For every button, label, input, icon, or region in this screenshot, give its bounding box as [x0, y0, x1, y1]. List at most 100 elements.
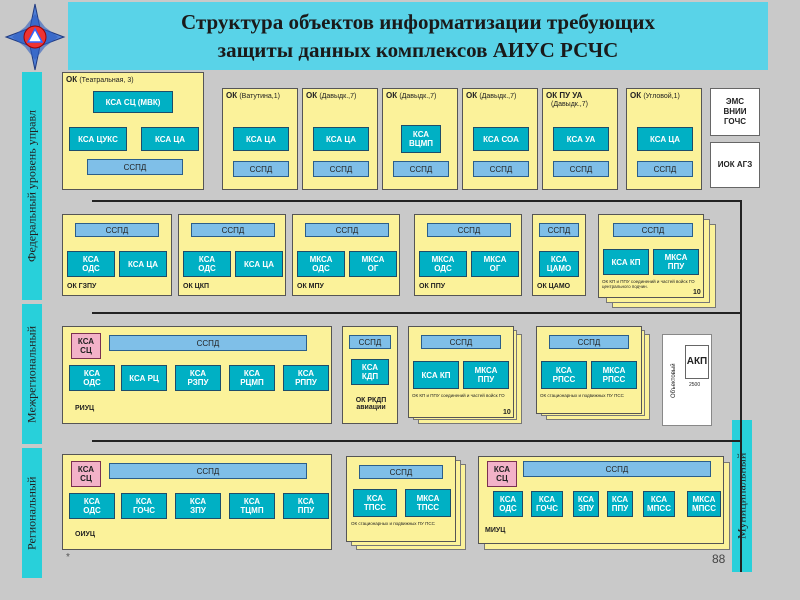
ksa-tsa: КСА ЦА [313, 127, 369, 151]
ksa-soa: КСА СОА [473, 127, 529, 151]
sspd: ССПД [109, 463, 307, 479]
ksa-tpss: КСА ТПСС [353, 489, 397, 517]
ksa-vtsmp: КСА ВЦМП [401, 125, 441, 153]
ksa-ppu: КСА ППУ [283, 493, 329, 519]
sspd: ССПД [539, 223, 579, 237]
group-label: МИУЦ [485, 527, 506, 534]
object-ok-vatutina: ОК (Ватутина,1) КСА ЦА ССПД [222, 88, 298, 190]
ksa-rtsmp: КСА РЦМП [229, 365, 275, 391]
ksa-sc-mvk: КСА СЦ (МВК) [93, 91, 173, 113]
mksa-ods: МКСА ОДС [297, 251, 345, 277]
sspd: ССПД [613, 223, 693, 237]
ksa-rpss: КСА РПСС [541, 361, 587, 389]
sspd: ССПД [87, 159, 183, 175]
ksa-sc: КСА СЦ [71, 333, 101, 359]
group-label: ОК РКДП авиации [355, 397, 387, 411]
sspd: ССПД [191, 223, 275, 237]
emercom-star-logo-icon [4, 3, 66, 71]
ksa-tsuks: КСА ЦУКС [69, 127, 127, 151]
group-note: ОК КП и ППУ соединений и частей войск ГО… [602, 279, 695, 289]
sspd: ССПД [421, 335, 501, 349]
sspd: ССПД [233, 161, 289, 177]
akp-side-label: Объектовый [671, 363, 677, 399]
sspd: ССПД [359, 465, 443, 479]
object-miuc: КСА СЦ ССПД КСА ОДС КСА ГОЧС КСА ЗПУ КСА… [478, 456, 724, 544]
ksa-rppu: КСА РППУ [283, 365, 329, 391]
ksa-ods: КСА ОДС [183, 251, 231, 277]
backbone-line-federal [92, 200, 742, 202]
group-label: ОК ЦАМО [537, 283, 571, 290]
object-ok-rpss: ССПД КСА РПСС МКСА РПСС ОК стационарных … [536, 326, 642, 414]
group-label: ОК ГЗПУ [67, 283, 97, 290]
group-label: ОК ЦКП [183, 283, 210, 290]
ksa-tsa: КСА ЦА [141, 127, 199, 151]
backbone-line-vertical [740, 200, 742, 572]
page-title: Структура объектов информатизации требую… [68, 2, 768, 70]
ksa-tsa: КСА ЦА [119, 251, 167, 277]
object-ok-rkdp: ССПД КСА КДП ОК РКДП авиации [342, 326, 398, 424]
group-label: ОК МПУ [297, 283, 324, 290]
object-ok-tsamo: ССПД КСА ЦАМО ОК ЦАМО [532, 214, 586, 296]
ems-vnii-gochs: ЭМС ВНИИ ГОЧС [710, 88, 760, 136]
ksa-ua: КСА УА [553, 127, 609, 151]
ksa-tsmp: КСА ТЦМП [229, 493, 275, 519]
mksa-ppu: МКСА ППУ [463, 361, 509, 389]
object-ok-kp-ppu: ССПД КСА КП МКСА ППУ ОК КП и ППУ соедине… [598, 214, 704, 298]
object-ok-uglovoy: ОК (Угловой,1) КСА ЦА ССПД [626, 88, 702, 190]
ksa-ods: КСА ОДС [69, 493, 115, 519]
ksa-gochs: КСА ГОЧС [531, 491, 563, 517]
object-oiuc: КСА СЦ ССПД КСА ОДС КСА ГОЧС КСА ЗПУ КСА… [62, 454, 332, 550]
count-label: 10 [503, 409, 511, 416]
group-note: ОК стационарных и подвижных ПУ ПСС [540, 393, 624, 398]
ksa-tsa: КСА ЦА [233, 127, 289, 151]
object-ok-davydk-2: ОК (Давыдк.,7) КСА ВЦМП ССПД [382, 88, 458, 190]
mksa-rpss: МКСА РПСС [591, 361, 637, 389]
iok-agz: ИОК АГЗ [710, 142, 760, 188]
sspd: ССПД [523, 461, 711, 477]
group-label: ОК ППУ [419, 283, 446, 290]
count-label: 10 [693, 289, 701, 296]
backbone-line-interregional [92, 312, 742, 314]
footer-star: * [66, 552, 70, 563]
band-regional: Региональный [22, 448, 42, 578]
mksa-ppu: МКСА ППУ [653, 249, 699, 275]
object-ok-teatralnaya: ОК (Театральная, 3) КСА СЦ (МВК) КСА ЦУК… [62, 72, 204, 190]
sspd: ССПД [473, 161, 529, 177]
object-ok-davydk-3: ОК (Давыдк.,7) КСА СОА ССПД [462, 88, 538, 190]
page-number: 88 [712, 552, 726, 566]
mksa-og: МКСА ОГ [349, 251, 397, 277]
object-title: ОК (Театральная, 3) [66, 75, 134, 84]
ksa-mpss: КСА МПСС [643, 491, 675, 517]
object-ok-gzpu: ССПД КСА ОДС КСА ЦА ОК ГЗПУ [62, 214, 172, 296]
sspd: ССПД [109, 335, 307, 351]
ksa-ppu: КСА ППУ [607, 491, 633, 517]
mksa-og: МКСА ОГ [471, 251, 519, 277]
sspd: ССПД [553, 161, 609, 177]
sspd: ССПД [549, 335, 629, 349]
title-line-1: Структура объектов информатизации требую… [181, 10, 655, 34]
mksa-mpss: МКСА МПСС [687, 491, 721, 517]
object-ok-mpu: ССПД МКСА ОДС МКСА ОГ ОК МПУ [292, 214, 400, 296]
ksa-kp: КСА КП [603, 249, 649, 275]
band-municipal: Муниципальный [732, 420, 752, 572]
sspd: ССПД [427, 223, 511, 237]
object-ok-tpss: ССПД КСА ТПСС МКСА ТПСС ОК стационарных … [346, 456, 456, 542]
group-note: ОК КП и ППУ соединений и частей войск ГО [412, 393, 505, 398]
object-ok-tskp: ССПД КСА ОДС КСА ЦА ОК ЦКП [178, 214, 286, 296]
ksa-ods: КСА ОДС [67, 251, 115, 277]
object-ok-davydk-1: ОК (Давыдк.,7) КСА ЦА ССПД [302, 88, 378, 190]
sspd: ССПД [393, 161, 449, 177]
object-ok-kp-ppu-troops: ССПД КСА КП МКСА ППУ ОК КП и ППУ соедине… [408, 326, 514, 418]
group-label: ОИУЦ [75, 531, 95, 538]
sspd: ССПД [305, 223, 389, 237]
ksa-kdp: КСА КДП [351, 359, 389, 385]
akp-box: АКП [685, 345, 709, 379]
title-line-2: защиты данных комплексов АИУС РСЧС [217, 38, 619, 62]
ksa-sc: КСА СЦ [71, 461, 101, 487]
ksa-zpu: КСА ЗПУ [175, 493, 221, 519]
ksa-tsamo: КСА ЦАМО [539, 251, 579, 277]
band-federal: Федеральный уровень управл [22, 72, 42, 300]
ksa-gochs: КСА ГОЧС [121, 493, 167, 519]
ksa-tsa: КСА ЦА [235, 251, 283, 277]
backbone-line-regional [92, 440, 742, 442]
